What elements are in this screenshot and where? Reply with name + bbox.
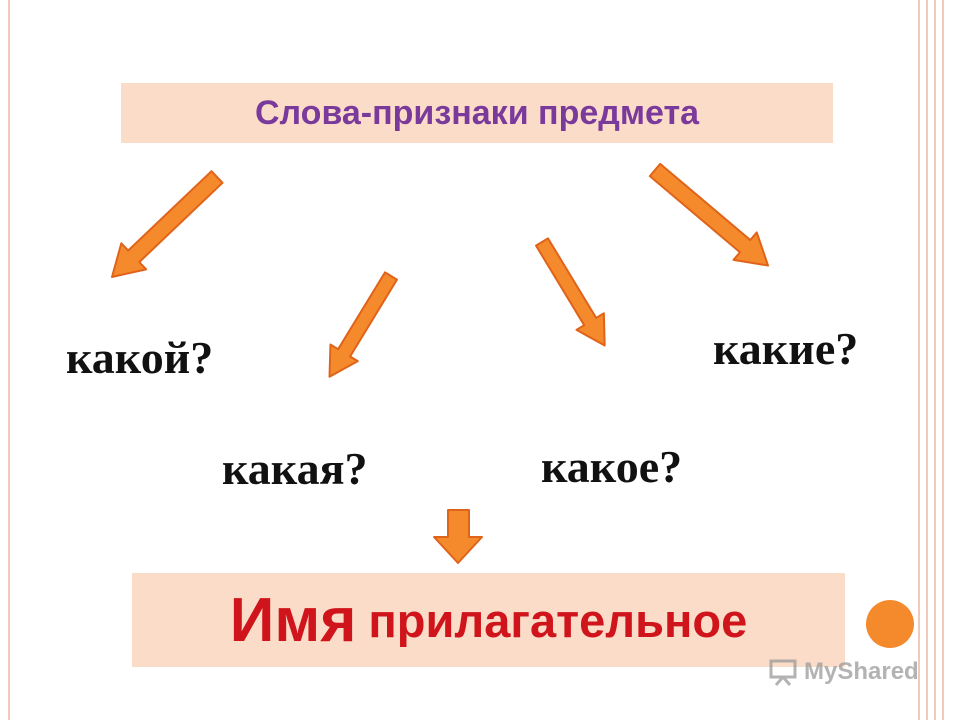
arrow-down-to-result [433, 509, 483, 564]
title-box: Слова-признаки предмета [121, 83, 833, 143]
watermark-text: MyShared [804, 658, 919, 685]
frame-line-right-2 [926, 0, 928, 720]
result-word-big: Имя [229, 585, 357, 655]
decorative-orange-circle [866, 600, 914, 648]
question-kakaya: какая? [222, 443, 368, 494]
frame-line-right-4 [942, 0, 944, 720]
arrow-to-kakaya [328, 271, 398, 378]
question-kakoe: какое? [541, 441, 683, 492]
question-kakie: какие? [713, 323, 859, 374]
title-text: Слова-признаки предмета [254, 93, 700, 132]
frame-line-right-1 [918, 0, 920, 720]
result-word-small: прилагательное [368, 593, 748, 647]
arrow-to-kakie [648, 162, 770, 267]
presentation-icon [769, 659, 797, 686]
arrow-to-kakoy [110, 170, 224, 278]
arrow-to-kakoe [535, 237, 606, 347]
watermark: MyShared [768, 658, 919, 686]
question-kakoy: какой? [66, 332, 214, 383]
frame-line-left [8, 0, 10, 720]
frame-line-right-3 [934, 0, 936, 720]
result-box: Имя прилагательное [132, 573, 845, 667]
